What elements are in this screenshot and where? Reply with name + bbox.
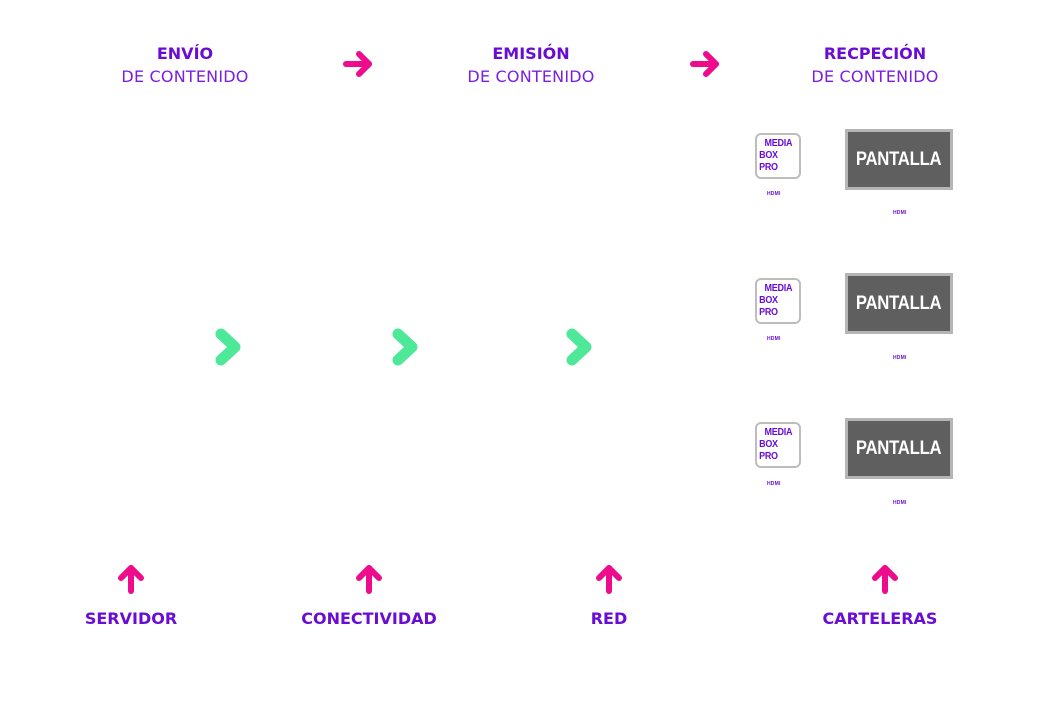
hdmi-port-label: HDMI (767, 336, 781, 342)
hdmi-port-label: HDMI (767, 481, 781, 487)
hdmi-port-label: HDMI (893, 500, 907, 506)
arrow-right-icon (690, 51, 719, 77)
chevron-right-icon (215, 328, 241, 366)
screen: PANTALLA (845, 273, 953, 334)
media-box-label-line2: BOX PRO (759, 439, 778, 462)
hdmi-port-label: HDMI (893, 355, 907, 361)
media-box-label-line2: BOX PRO (759, 295, 778, 318)
media-box-label-line2: BOX PRO (759, 150, 778, 173)
chevron-right-icon (392, 328, 418, 366)
hdmi-port-label: HDMI (893, 210, 907, 216)
arrow-up-icon (872, 565, 898, 594)
stage-emision: EMISIÓN DE CONTENIDO (441, 42, 621, 88)
screen: PANTALLA (845, 129, 953, 190)
chevron-right-icon (566, 328, 592, 366)
arrow-up-icon (596, 565, 622, 594)
component-label-conectividad: CONECTIVIDAD (301, 609, 437, 628)
stage-recepcion: RECPECIÓN DE CONTENIDO (785, 42, 965, 88)
screen-label: PANTALLA (856, 292, 942, 314)
media-box: MEDIA BOX PRO (755, 422, 801, 468)
component-label-red: RED (590, 609, 628, 628)
stage-subtitle: DE CONTENIDO (467, 67, 595, 86)
media-box-label-line1: MEDIA (764, 283, 792, 294)
component-label-servidor: SERVIDOR (84, 609, 178, 628)
stage-subtitle: DE CONTENIDO (121, 67, 249, 86)
arrow-up-icon (118, 565, 144, 594)
media-box-label-line1: MEDIA (764, 427, 792, 438)
screen-label: PANTALLA (856, 148, 942, 170)
screen-label: PANTALLA (856, 437, 942, 459)
media-box: MEDIA BOX PRO (755, 278, 801, 324)
hdmi-port-label: HDMI (767, 191, 781, 197)
media-box: MEDIA BOX PRO (755, 133, 801, 179)
stage-title: EMISIÓN (492, 44, 570, 63)
arrow-right-icon (343, 51, 372, 77)
component-label-carteleras: CARTELERAS (822, 609, 938, 628)
stage-subtitle: DE CONTENIDO (811, 67, 939, 86)
stage-title: RECPECIÓN (823, 44, 927, 63)
stage-envio: ENVÍO DE CONTENIDO (95, 42, 275, 88)
media-box-label-line1: MEDIA (764, 138, 792, 149)
arrow-up-icon (356, 565, 382, 594)
stage-title: ENVÍO (156, 44, 214, 63)
screen: PANTALLA (845, 418, 953, 479)
